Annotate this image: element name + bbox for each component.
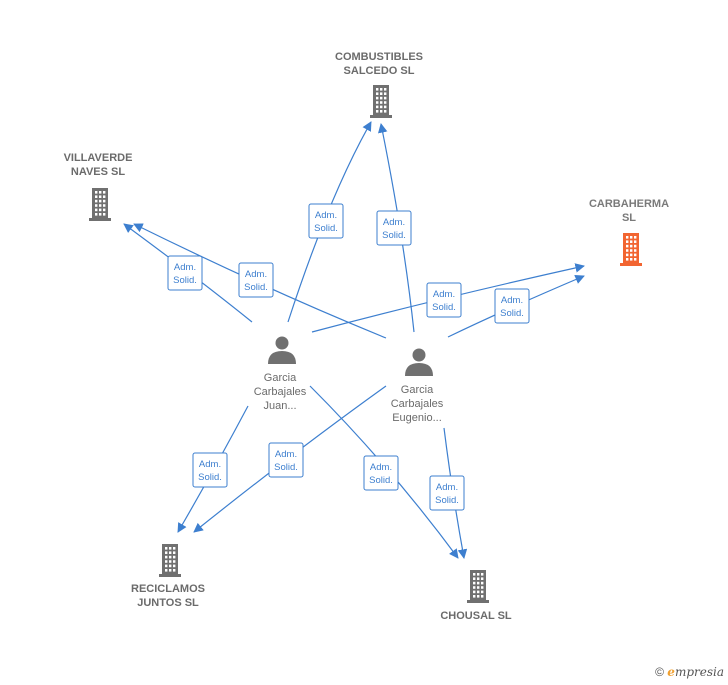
- edge-eugenio-to-chousal: Adm. Solid.: [429, 427, 468, 559]
- building-icon[interactable]: [467, 570, 489, 603]
- edge-label-text: Adm.: [199, 459, 221, 470]
- person-icon[interactable]: [268, 336, 296, 365]
- edge-label[interactable]: Adm. Solid.: [192, 452, 228, 488]
- node-label: Garcia: [401, 384, 434, 396]
- edge-juan-to-villaverde: Adm. Solid.: [123, 223, 253, 323]
- building-icon[interactable]: [159, 544, 181, 577]
- edge-label[interactable]: Adm. Solid.: [426, 282, 462, 318]
- edge-label[interactable]: Adm. Solid.: [238, 262, 274, 298]
- copyright-symbol: ©: [655, 665, 664, 679]
- edge-label-text: Adm.: [501, 295, 523, 306]
- edge-label-text: Adm.: [370, 462, 392, 473]
- edge-label-text: Solid.: [314, 223, 338, 234]
- node-label: JUNTOS SL: [137, 597, 199, 609]
- node-label: Garcia: [264, 372, 297, 384]
- edge-eugenio-to-carbaherma: Adm. Solid.: [447, 274, 585, 338]
- building-icon[interactable]: [89, 188, 111, 221]
- edge-label-box[interactable]: [192, 452, 228, 488]
- edge-label-text: Adm.: [174, 262, 196, 273]
- edge-label-text: Solid.: [432, 302, 456, 313]
- edge-juan-to-combustibles: Adm. Solid.: [287, 121, 372, 323]
- node-eugenio[interactable]: GarciaCarbajalesEugenio...: [391, 348, 444, 425]
- edge-label-text: Solid.: [173, 275, 197, 286]
- brand-logo-text: mpresia: [674, 665, 724, 679]
- edge-juan-to-carbaherma: Adm. Solid.: [311, 263, 585, 333]
- node-label: SL: [622, 212, 636, 224]
- node-label: Carbajales: [254, 386, 307, 398]
- edge-label[interactable]: Adm. Solid.: [494, 288, 530, 324]
- edge-label[interactable]: Adm. Solid.: [167, 255, 203, 291]
- edge-juan-to-reciclamos: Adm. Solid.: [177, 405, 249, 533]
- edge-label[interactable]: Adm. Solid.: [268, 442, 304, 478]
- footer-brand: © empresia: [655, 665, 724, 679]
- edge-label-text: Solid.: [244, 282, 268, 293]
- person-icon[interactable]: [405, 348, 433, 377]
- edge-label[interactable]: Adm. Solid.: [376, 210, 412, 246]
- edge-label-text: Adm.: [315, 210, 337, 221]
- edge-eugenio-to-combustibles: Adm. Solid.: [376, 123, 415, 333]
- node-label: SALCEDO SL: [344, 65, 415, 77]
- edge-label-box[interactable]: [426, 282, 462, 318]
- edge-eugenio-to-villaverde: Adm. Solid.: [133, 223, 387, 339]
- node-label: Juan...: [263, 400, 296, 412]
- edge-label-box[interactable]: [429, 475, 465, 511]
- building-icon[interactable]: [370, 85, 392, 118]
- edge-label[interactable]: Adm. Solid.: [308, 203, 344, 239]
- edge-label-text: Adm.: [436, 482, 458, 493]
- node-label: CHOUSAL SL: [440, 610, 512, 622]
- node-carbaherma[interactable]: CARBAHERMA SL: [589, 198, 669, 266]
- node-chousal[interactable]: CHOUSAL SL: [440, 570, 512, 622]
- edge-label-box[interactable]: [363, 455, 399, 491]
- node-label: CARBAHERMA: [589, 198, 669, 210]
- edge-eugenio-to-reciclamos: Adm. Solid.: [193, 385, 387, 533]
- edge-label-text: Solid.: [435, 495, 459, 506]
- nodes-layer: COMBUSTIBLES SALCEDO SL VILLAVERDE NAVES SL…: [64, 51, 670, 622]
- building-icon[interactable]: [620, 233, 642, 266]
- edge-label-text: Solid.: [382, 230, 406, 241]
- edge-label-text: Adm.: [433, 289, 455, 300]
- node-label: VILLAVERDE: [64, 152, 133, 164]
- edge-label-text: Adm.: [245, 269, 267, 280]
- brand-logo-letter: e: [667, 665, 675, 679]
- node-label: Carbajales: [391, 398, 444, 410]
- edges-layer: Adm. Solid. Adm. Solid. Adm. Solid. Adm. Solid.…: [123, 121, 585, 559]
- node-label: Eugenio...: [392, 412, 442, 424]
- edge-label-text: Solid.: [198, 472, 222, 483]
- node-label: NAVES SL: [71, 166, 125, 178]
- node-reciclamos[interactable]: RECICLAMOS JUNTOS SL: [131, 544, 205, 609]
- edge-label-text: Adm.: [275, 449, 297, 460]
- edge-label-box[interactable]: [238, 262, 274, 298]
- edge-label-text: Adm.: [383, 217, 405, 228]
- edge-label-box[interactable]: [268, 442, 304, 478]
- edge-label-text: Solid.: [369, 475, 393, 486]
- edge-label-box[interactable]: [308, 203, 344, 239]
- edge-juan-to-chousal: Adm. Solid.: [309, 385, 459, 559]
- edge-label-box[interactable]: [494, 288, 530, 324]
- edge-label[interactable]: Adm. Solid.: [429, 475, 465, 511]
- edge-label-box[interactable]: [376, 210, 412, 246]
- node-villaverde[interactable]: VILLAVERDE NAVES SL: [64, 152, 133, 221]
- node-juan[interactable]: GarciaCarbajalesJuan...: [254, 336, 307, 413]
- edge-label[interactable]: Adm. Solid.: [363, 455, 399, 491]
- node-label: RECICLAMOS: [131, 583, 205, 595]
- edge-label-text: Solid.: [500, 308, 524, 319]
- edge-label-box[interactable]: [167, 255, 203, 291]
- node-combustibles[interactable]: COMBUSTIBLES SALCEDO SL: [335, 51, 423, 118]
- node-label: COMBUSTIBLES: [335, 51, 423, 63]
- edge-label-text: Solid.: [274, 462, 298, 473]
